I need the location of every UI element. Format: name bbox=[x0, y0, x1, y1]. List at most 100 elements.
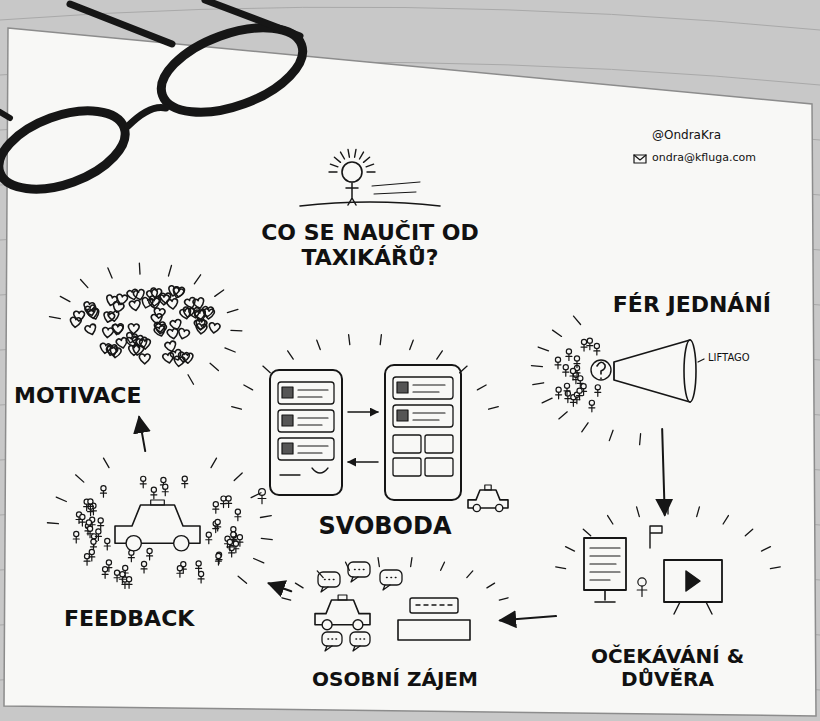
concept-cluster: FEEDBACK bbox=[60, 455, 264, 635]
person-body bbox=[128, 555, 134, 561]
person-head bbox=[88, 499, 93, 504]
app-tile bbox=[425, 435, 453, 453]
bubble-dots bbox=[355, 569, 364, 571]
bubble-tail bbox=[353, 646, 360, 651]
speech-bubble bbox=[350, 632, 370, 646]
person-body bbox=[227, 545, 233, 551]
person-head bbox=[216, 553, 221, 558]
concept-heading: OČEKÁVÁNÍ & DŮVĚRA bbox=[578, 645, 758, 691]
heart bbox=[110, 347, 122, 358]
app-card bbox=[393, 377, 453, 399]
app-card bbox=[278, 410, 334, 432]
app-line bbox=[298, 446, 328, 453]
heart bbox=[112, 323, 124, 334]
sun-ray bbox=[329, 171, 337, 172]
person-head bbox=[98, 518, 103, 523]
burst-ray bbox=[489, 407, 499, 410]
person-body bbox=[577, 393, 583, 399]
burst-ray bbox=[260, 516, 271, 518]
person-head bbox=[595, 385, 600, 390]
person-body bbox=[100, 491, 106, 497]
phone bbox=[385, 365, 461, 500]
person-body bbox=[594, 349, 600, 355]
person-head bbox=[126, 577, 131, 582]
person-body bbox=[565, 396, 571, 402]
app-card bbox=[278, 382, 334, 404]
heart bbox=[195, 319, 207, 331]
person-body bbox=[86, 525, 92, 531]
app-tile bbox=[425, 458, 453, 476]
person-head bbox=[574, 356, 579, 361]
person-head bbox=[233, 541, 238, 546]
burst-ray bbox=[378, 558, 379, 567]
car-wheel bbox=[473, 504, 480, 511]
concept-cluster: OČEKÁVÁNÍ & DŮVĚRA bbox=[560, 520, 775, 695]
burst-ray bbox=[234, 473, 242, 481]
bubble-dots bbox=[356, 638, 365, 640]
person-head bbox=[564, 383, 569, 388]
sun bbox=[342, 162, 362, 182]
person-head bbox=[163, 484, 168, 489]
person-body bbox=[570, 374, 576, 380]
megaphone bbox=[614, 340, 690, 402]
bubble-tail bbox=[351, 577, 358, 582]
burst-ray bbox=[639, 434, 641, 445]
person-body bbox=[140, 481, 146, 487]
burst-ray bbox=[215, 290, 224, 296]
phone-row bbox=[280, 468, 328, 475]
flow-arrow bbox=[500, 616, 556, 620]
person-head bbox=[103, 567, 108, 572]
question-circle bbox=[591, 360, 611, 380]
person-body bbox=[177, 571, 183, 577]
person-body bbox=[84, 559, 90, 565]
burst-ray bbox=[583, 529, 590, 536]
car-wheel bbox=[322, 620, 332, 630]
heart bbox=[171, 287, 184, 300]
burst-ray bbox=[238, 576, 246, 583]
concept-heading: FÉR JEDNÁNÍ bbox=[613, 292, 771, 317]
person-head bbox=[87, 526, 92, 531]
burst-ray bbox=[76, 475, 84, 482]
person-body bbox=[589, 405, 595, 411]
person-body bbox=[104, 544, 110, 550]
burst-ray bbox=[317, 340, 320, 349]
person-head bbox=[123, 565, 128, 570]
heart bbox=[208, 322, 220, 333]
heart bbox=[170, 319, 183, 331]
person-head bbox=[555, 357, 560, 362]
burst-ray bbox=[542, 398, 552, 403]
sun-ray bbox=[348, 149, 349, 157]
heart bbox=[129, 300, 141, 312]
heart bbox=[126, 335, 139, 348]
person-body bbox=[215, 559, 221, 565]
person-head bbox=[259, 489, 266, 496]
taxi-sign bbox=[485, 485, 491, 490]
burst-ray bbox=[499, 598, 508, 600]
person-body bbox=[114, 575, 120, 581]
heart bbox=[102, 327, 114, 338]
person-head bbox=[147, 548, 152, 553]
bubble-tail bbox=[383, 585, 390, 590]
person-body bbox=[182, 481, 188, 487]
person-head bbox=[563, 365, 568, 370]
person-head bbox=[581, 384, 586, 389]
person-head bbox=[151, 487, 156, 492]
megaphone-mouth bbox=[684, 340, 696, 402]
glasses-temple bbox=[0, 112, 10, 118]
concept-cluster: SVOBODA bbox=[250, 350, 520, 545]
person-head bbox=[206, 532, 211, 537]
app-icon bbox=[282, 387, 293, 398]
sun-ray bbox=[366, 164, 374, 167]
horizon bbox=[300, 202, 440, 206]
burst-ray bbox=[574, 316, 581, 324]
app-tile bbox=[393, 458, 421, 476]
heart bbox=[83, 301, 95, 313]
person-body bbox=[570, 400, 576, 406]
burst-ray bbox=[244, 385, 253, 390]
person-body bbox=[564, 388, 570, 394]
burst-ray bbox=[559, 412, 567, 419]
heart bbox=[173, 287, 185, 298]
app-tile bbox=[393, 435, 421, 453]
app-line bbox=[298, 418, 328, 425]
burst-ray bbox=[139, 263, 141, 274]
